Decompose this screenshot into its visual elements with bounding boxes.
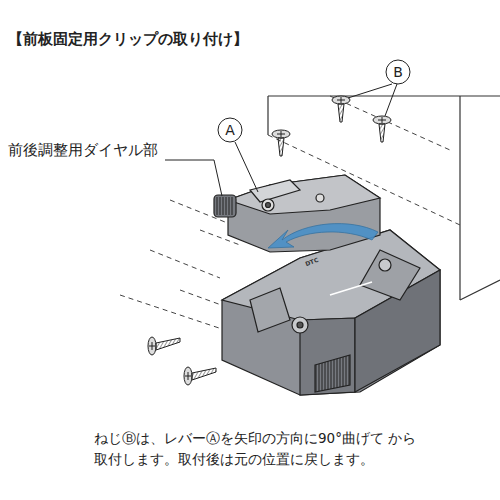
part-name: 前後調整用ダイヤル部: [8, 141, 158, 160]
title: 【前板固定用クリップの取り付け】: [8, 30, 248, 50]
screw: [272, 96, 391, 156]
adjust-dial: [214, 195, 236, 217]
clip-base: [222, 230, 440, 395]
clip-top: [228, 175, 380, 252]
leader-line: [165, 84, 397, 196]
caption: ねじⒷは、レバーⒶを矢印の方向に90°曲げて から取付します。取付後は元の位置に…: [94, 428, 424, 470]
screw: [148, 337, 216, 385]
callout-circle: [218, 60, 410, 142]
callout-letter: A: [218, 118, 242, 142]
callout-letter: B: [386, 60, 410, 84]
rotate-arrow: [268, 224, 378, 248]
